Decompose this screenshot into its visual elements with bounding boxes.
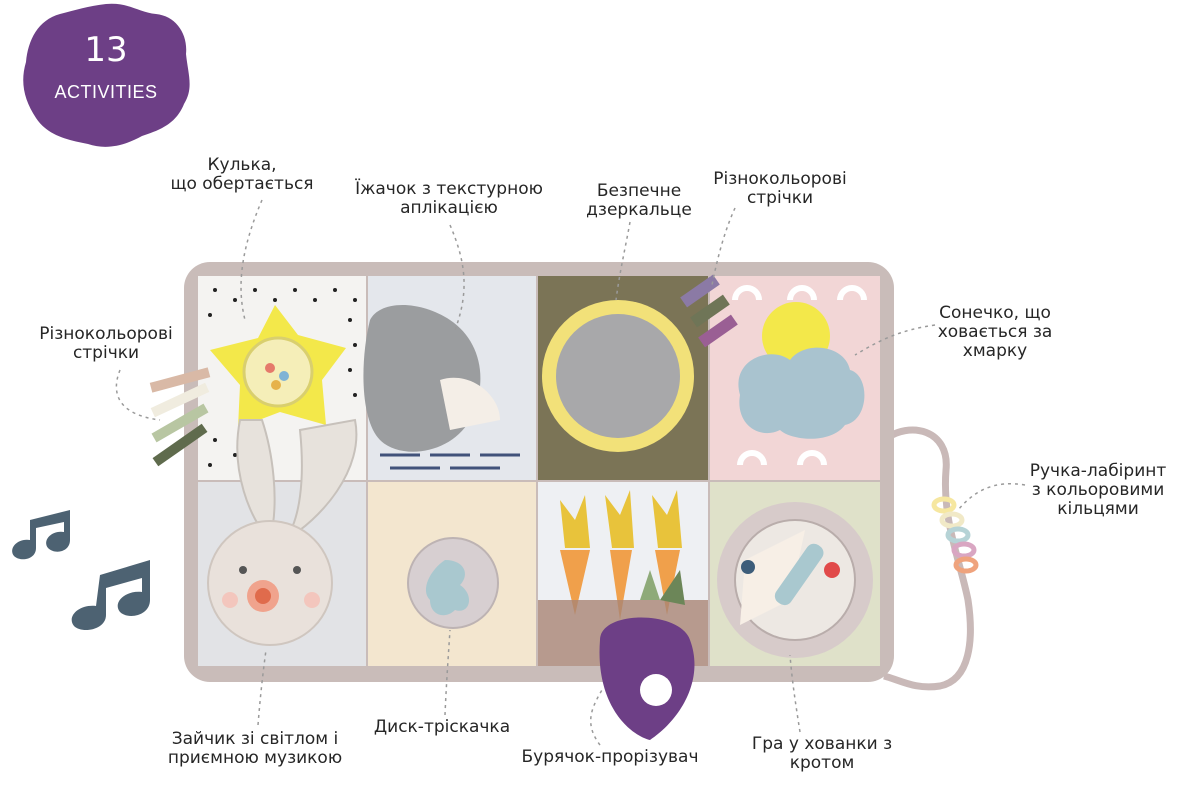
label-bunny-line1: Зайчик зі світлом і: [171, 729, 339, 749]
label-disc: Диск-тріскачка: [362, 718, 522, 737]
leader-beet: [589, 689, 603, 746]
ribbons-left: [149, 367, 211, 467]
label-handle-line2: з кольоровими: [1031, 480, 1165, 500]
label-sun-line2: ховається за: [937, 322, 1053, 342]
label-hedgehog: Їжачок з текстурною аплікацією: [340, 180, 558, 218]
label-mirror-line1: Безпечне: [596, 181, 682, 201]
label-mole-line1: Гра у хованки з: [751, 734, 893, 754]
label-beet: Бурячок-прорізувач: [510, 748, 710, 767]
badge-text: ACTIVITIES: [54, 82, 158, 102]
label-handle-line1: Ручка-лабіринт: [1029, 461, 1167, 481]
activities-badge: 13 ACTIVITIES: [18, 0, 194, 150]
ribbons-top: [680, 274, 738, 348]
music-notes: [12, 510, 150, 631]
label-ball-line1: Кулька,: [207, 155, 277, 175]
label-handle-line3: кільцями: [1057, 499, 1139, 519]
leader-handle: [957, 483, 1026, 511]
leader-bunny: [257, 649, 267, 726]
label-ribbons-top-line2: стрічки: [746, 188, 814, 208]
label-mirror: Безпечне дзеркальце: [575, 182, 703, 220]
leader-sun: [854, 324, 936, 356]
label-ribbons-top-line1: Різнокольорові: [713, 169, 847, 189]
leader-ribbons-left: [115, 369, 161, 421]
label-sun-line1: Сонечко, що: [939, 303, 1051, 323]
label-mole-line2: кротом: [789, 753, 855, 773]
label-mirror-line2: дзеркальце: [586, 200, 692, 220]
label-sun-line3: хмарку: [962, 341, 1028, 361]
label-ribbons-left: Різнокольорові стрічки: [26, 325, 186, 363]
label-hedgehog-line2: аплікацією: [400, 198, 498, 218]
carrots: [560, 490, 682, 620]
leader-mirror: [615, 221, 631, 301]
leader-ball: [240, 199, 263, 321]
label-mole: Гра у хованки з кротом: [742, 735, 902, 773]
label-handle: Ручка-лабіринт з кольоровими кільцями: [1018, 462, 1178, 519]
cloud: [738, 347, 865, 439]
maze-rings: [931, 496, 979, 574]
label-bunny-line2: приємною музикою: [167, 748, 343, 768]
label-hedgehog-line1: Їжачок з текстурною: [355, 179, 543, 199]
label-bunny: Зайчик зі світлом і приємною музикою: [160, 730, 350, 768]
label-ball-line2: що обертається: [170, 174, 314, 194]
label-sun: Сонечко, що ховається за хмарку: [925, 304, 1065, 361]
leader-disc: [444, 629, 451, 716]
label-ball: Кулька, що обертається: [162, 156, 322, 194]
leader-ribbons-top: [711, 207, 736, 286]
label-ribbons-left-line2: стрічки: [72, 343, 140, 363]
label-beet-line1: Бурячок-прорізувач: [521, 747, 699, 767]
label-ribbons-left-line1: Різнокольорові: [39, 324, 173, 344]
leader-mole: [789, 654, 801, 733]
badge-number: 13: [84, 30, 128, 70]
maze-handle: [881, 426, 974, 691]
badge-shape: [23, 3, 190, 147]
label-disc-line1: Диск-тріскачка: [373, 717, 511, 737]
label-ribbons-top: Різнокольорові стрічки: [700, 170, 860, 208]
